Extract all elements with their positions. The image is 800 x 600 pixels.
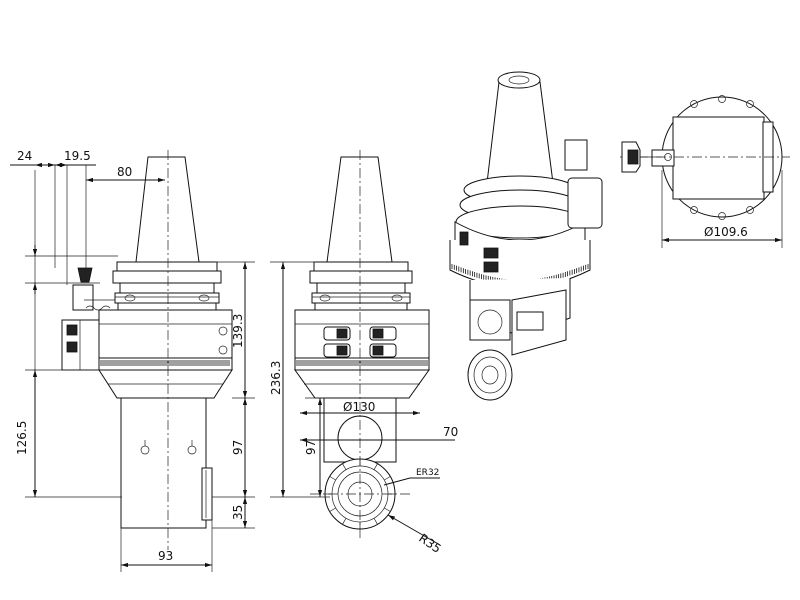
dim-109-6: Ø109.6	[704, 225, 748, 239]
left-flange-ring	[112, 270, 222, 284]
top-view: Ø109.6	[620, 95, 790, 248]
left-housing	[98, 309, 233, 363]
front-view: 236.3 97 Ø130 70 ER32 R35	[269, 150, 458, 556]
dim-93: 93	[158, 549, 173, 563]
left-taper	[135, 156, 200, 263]
left-flange-groove	[119, 282, 215, 294]
dim-r35: R35	[416, 531, 443, 556]
dim-126-5: 126.5	[15, 421, 29, 455]
left-flange-top	[116, 261, 218, 272]
left-lower-body	[120, 397, 207, 529]
dim-24: 24	[17, 149, 32, 163]
dim-130: Ø130	[343, 400, 375, 414]
dim-97-left: 97	[231, 440, 245, 455]
isometric-view	[449, 71, 603, 401]
dim-35: 35	[231, 505, 245, 520]
left-side-view: 24 19.5 80 126.5 139.3 97 35 93	[10, 149, 255, 572]
dim-70: 70	[443, 425, 458, 439]
dim-97-mid: 97	[304, 440, 318, 455]
dim-236-3: 236.3	[269, 361, 283, 395]
front-housing	[294, 309, 430, 363]
front-window-slots	[323, 326, 397, 358]
front-taper	[326, 156, 393, 263]
dim-139-3: 139.3	[231, 314, 245, 348]
dim-19-5: 19.5	[64, 149, 91, 163]
dim-80: 80	[117, 165, 132, 179]
label-er32: ER32	[416, 468, 439, 478]
